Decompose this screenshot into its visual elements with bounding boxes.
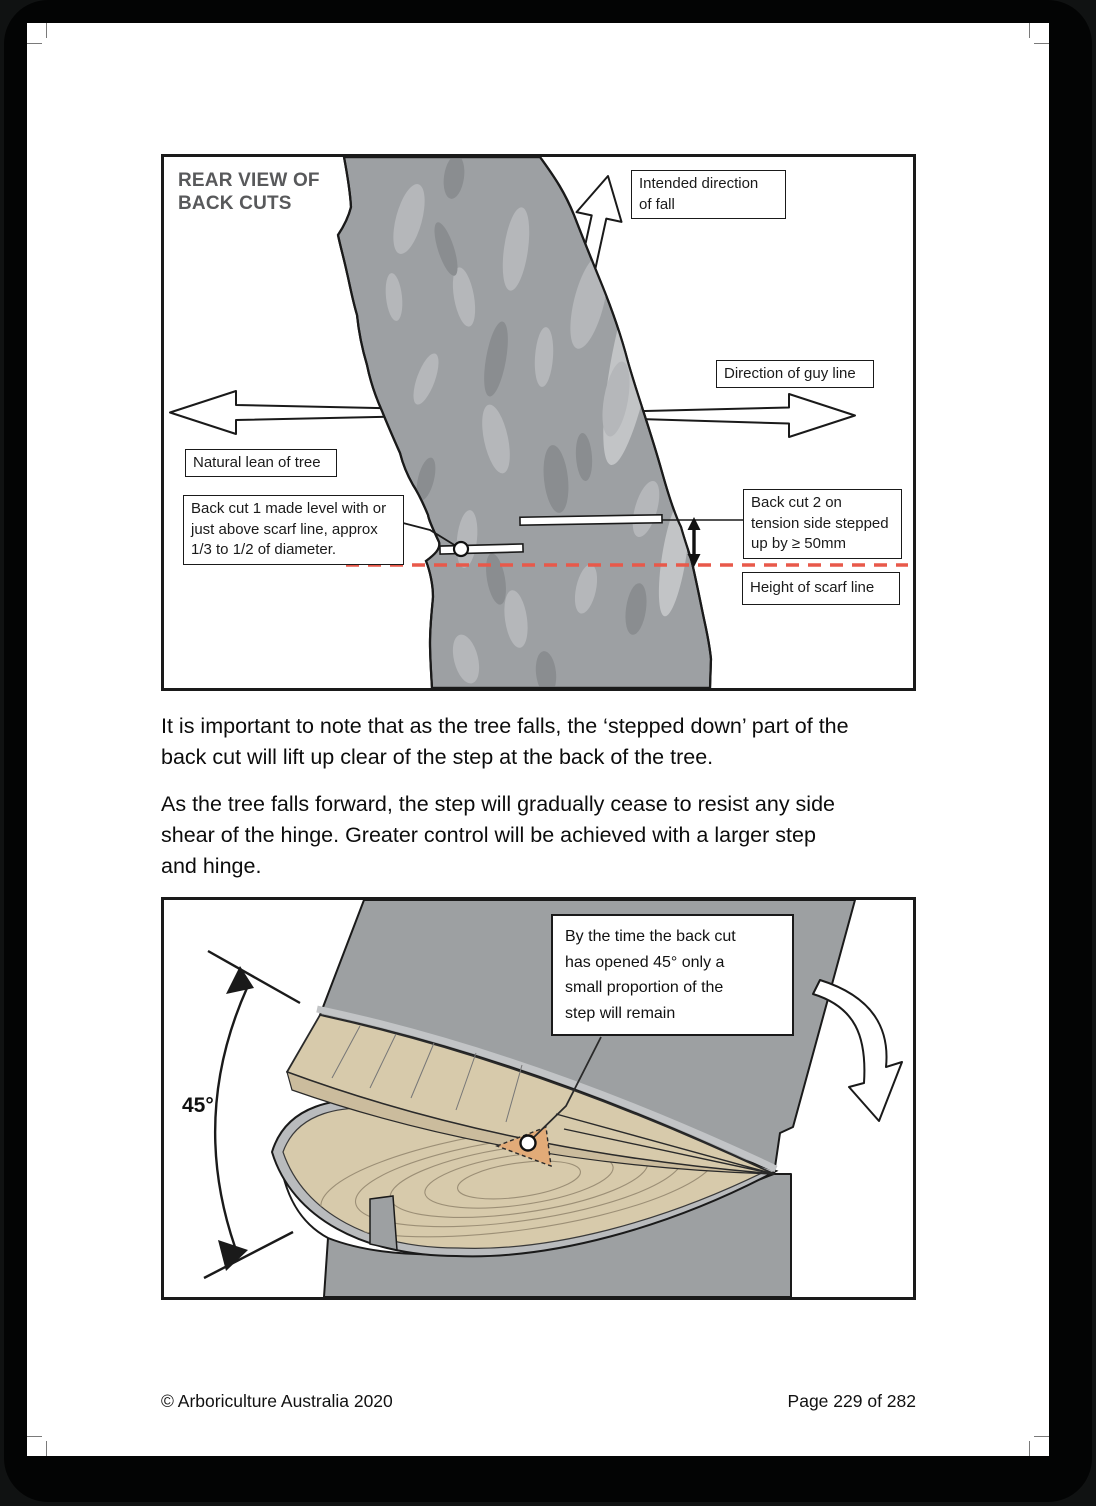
back-cut-2-kerf (519, 513, 663, 527)
falling-direction-curved-arrow (812, 979, 903, 1122)
crop-mark (1034, 43, 1049, 44)
angle-45-label: 45° (182, 1094, 214, 1117)
body-text-line: shear of the hinge. Greater control will… (161, 823, 816, 847)
page-number: Page 229 of 282 (787, 1391, 916, 1411)
label-line: just above scarf line, approx (191, 520, 378, 538)
body-text-line: It is important to note that as the tree… (161, 714, 849, 738)
crop-mark (1029, 1441, 1030, 1456)
callout-line: By the time the back cut (565, 928, 736, 945)
stump-step-illustration (203, 900, 903, 1297)
diagram-title: REAR VIEW OF BACK CUTS (178, 169, 320, 215)
label-line: up by ≥ 50mm (751, 535, 846, 553)
label-line: Direction of guy line (724, 364, 856, 382)
label-height-scarf-line: Height of scarf line (742, 572, 900, 605)
body-paragraph-2: As the tree falls forward, the step will… (161, 789, 926, 882)
back-cuts-illustration (169, 157, 908, 688)
crop-mark (1029, 23, 1030, 38)
stump-step-notch (369, 1195, 398, 1251)
callout-line: has opened 45° only a (565, 953, 725, 971)
body-text-line: back cut will lift up clear of the step … (161, 745, 714, 769)
body-paragraph-1: It is important to note that as the tree… (161, 711, 926, 773)
label-natural-lean: Natural lean of tree (185, 449, 337, 477)
hinge-lines (555, 1113, 775, 1175)
back-cut-1-pointer-line (402, 522, 457, 547)
label-line: Back cut 1 made level with or (191, 500, 387, 517)
page-footer: © Arboriculture Australia 2020 Page 229 … (161, 1391, 916, 1412)
body-text-line: and hinge. (161, 854, 262, 878)
callout-back-cut-opened: By the time the back cut has opened 45° … (551, 914, 794, 1037)
angle-arc-annotation (203, 949, 301, 1280)
body-text-line: As the tree falls forward, the step will… (161, 792, 835, 816)
diagram-title-line: REAR VIEW OF (178, 170, 320, 191)
label-guy-line: Direction of guy line (716, 360, 874, 388)
label-line: Natural lean of tree (193, 453, 321, 471)
diagram-title-line: BACK CUTS (178, 193, 292, 215)
crop-mark (46, 1441, 47, 1456)
label-line: Back cut 2 on (751, 494, 842, 511)
rear-view-back-cuts-diagram: REAR VIEW OF BACK CUTS Intended directio… (161, 154, 916, 691)
callout-leader-line (530, 1036, 602, 1141)
label-line: Height of scarf line (750, 579, 875, 597)
label-line: of fall (639, 195, 675, 213)
back-cut-1-marker-dot (452, 540, 470, 558)
copyright-text: © Arboriculture Australia 2020 (161, 1391, 393, 1411)
back-cut-opened-diagram: By the time the back cut has opened 45° … (161, 897, 916, 1300)
label-line: tension side stepped (751, 514, 889, 532)
label-line: Intended direction (639, 175, 759, 192)
crop-mark (1034, 1436, 1049, 1437)
callout-line: small proportion of the (565, 979, 724, 997)
label-line: 1/3 to 1/2 of diameter. (191, 541, 337, 559)
step-height-double-arrow (687, 517, 701, 567)
label-intended-direction: Intended direction of fall (631, 170, 786, 220)
crop-mark (46, 23, 47, 38)
back-cut-1-kerf (439, 543, 524, 555)
callout-line: step will remain (565, 1004, 676, 1022)
step-marker-dot (519, 1134, 537, 1152)
tree-trunk (336, 157, 713, 688)
label-back-cut-1: Back cut 1 made level with or just above… (183, 495, 404, 566)
crop-mark (27, 43, 42, 44)
crop-mark (27, 1436, 42, 1437)
lifted-back-cut-slab (286, 1005, 778, 1175)
label-back-cut-2: Back cut 2 on tension side stepped up by… (743, 489, 902, 560)
